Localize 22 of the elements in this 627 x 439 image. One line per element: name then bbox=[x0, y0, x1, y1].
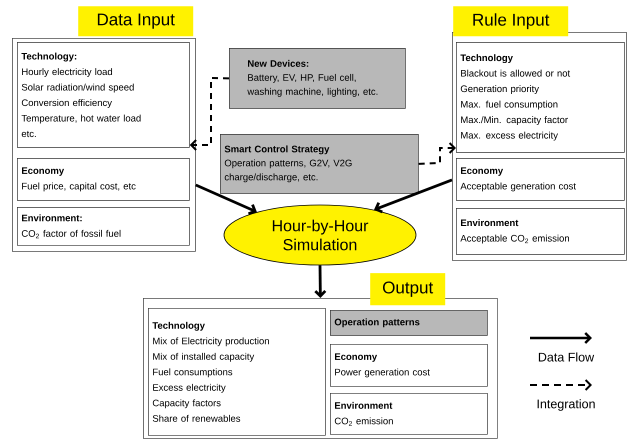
info-box: Technology Mix of Electricity production Mix of installed capacity Fuel consumptions Excess electricity Capacity factors Share of renewables bbox=[148, 308, 326, 436]
info-box: Technology Blackout is allowed or not Generation priority Max. fuel consumption Max./Min. capacity factor Max. excess electricity bbox=[456, 42, 625, 153]
legend-label: Data Flow bbox=[538, 352, 594, 362]
info-box: Technology: Hourly electricity load Solar radiation/wind speed Conversion efficiency Temperature, hot water load etc. bbox=[17, 42, 190, 148]
arrow bbox=[418, 142, 456, 165]
info-box: Environment: CO$_{2}$ factor of fossil fuel bbox=[17, 207, 190, 246]
info-box: Environment CO$_{2}$ emission bbox=[330, 392, 488, 435]
legend-label: Integration bbox=[538, 399, 595, 411]
heading-tag: Rule Input bbox=[453, 6, 568, 36]
shaded-box: Smart Control Strategy Operation patterns, G2V, V2G charge/discharge, etc. bbox=[220, 134, 419, 194]
heading-tag: Data Input bbox=[78, 6, 194, 36]
arrow bbox=[195, 184, 257, 216]
arrow bbox=[314, 265, 326, 298]
info-box: Economy Acceptable generation cost bbox=[456, 158, 625, 201]
arrow bbox=[190, 76, 230, 151]
shaded-box: New Devices: Battery, EV, HP, Fuel cell, washing machine, lighting, etc. bbox=[229, 48, 406, 109]
heading-tag: Output bbox=[370, 273, 446, 306]
info-box: Economy Power generation cost bbox=[330, 344, 488, 387]
info-box: Economy Fuel price, capital cost, etc bbox=[17, 158, 190, 201]
shaded-box: Operation patterns bbox=[330, 310, 488, 336]
info-box: Environment Acceptable CO$_{2}$ emission bbox=[456, 208, 625, 255]
arrow bbox=[374, 178, 452, 214]
